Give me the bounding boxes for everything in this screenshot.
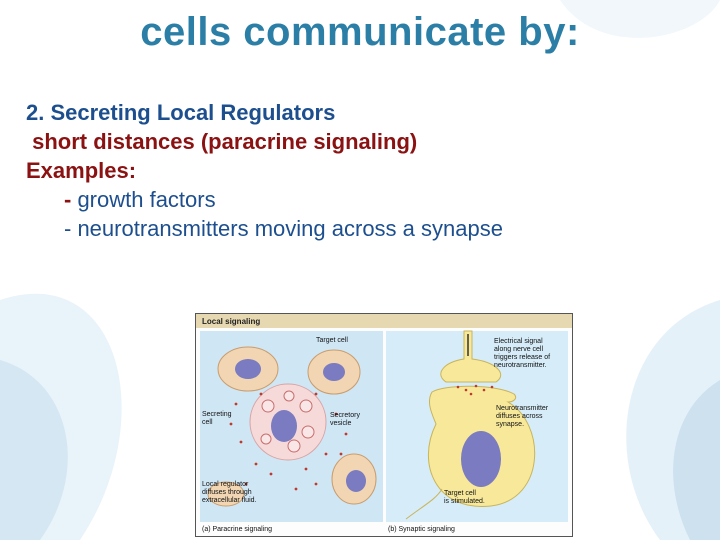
label-target-cell-right-1: Target cell bbox=[444, 490, 476, 497]
label-secretory-vesicle-2: vesicle bbox=[330, 420, 352, 427]
label-neurotransmitter-1: Neurotransmitter bbox=[496, 405, 549, 412]
point-subheading: short distances (paracrine signaling) bbox=[26, 129, 418, 154]
example-growth-factors: - growth factors bbox=[26, 185, 706, 214]
label-local-regulator-2: diffuses through bbox=[202, 489, 252, 496]
label-electrical-3: triggers release of bbox=[494, 354, 550, 361]
figure-illustration: Local signaling bbox=[196, 314, 572, 533]
label-electrical-2: along nerve cell bbox=[494, 346, 543, 353]
label-local-regulator-3: extracellular fluid. bbox=[202, 497, 257, 504]
label-neurotransmitter-2: diffuses across bbox=[496, 413, 543, 420]
figure-header-bar bbox=[196, 314, 572, 328]
label-electrical-4: neurotransmitter. bbox=[494, 362, 547, 369]
label-electrical-1: Electrical signal bbox=[494, 338, 543, 345]
secreting-cell-shape bbox=[249, 383, 327, 461]
example-neurotransmitters: - neurotransmitters moving across a syna… bbox=[64, 216, 503, 241]
neuron-shape bbox=[405, 330, 536, 520]
label-local-regulator-1: Local regulator bbox=[202, 481, 249, 488]
examples-label: Examples: bbox=[26, 158, 137, 183]
neurotransmitter-dots bbox=[456, 384, 494, 396]
local-signaling-figure: Local signaling bbox=[195, 313, 573, 537]
local-regulator-dots bbox=[229, 392, 348, 491]
label-neurotransmitter-3: synapse. bbox=[496, 421, 524, 428]
label-secretory-vesicle-1: Secretory bbox=[330, 412, 360, 419]
slide-title: cells communicate by: bbox=[140, 10, 580, 54]
label-secreting-cell-2: cell bbox=[202, 419, 213, 426]
example-text: growth factors bbox=[71, 187, 216, 212]
slide-body: 2. Secreting Local Regulators short dist… bbox=[26, 98, 706, 243]
target-cell-shape bbox=[207, 346, 377, 507]
example-dash: - bbox=[64, 187, 72, 212]
point-heading: 2. Secreting Local Regulators bbox=[26, 100, 336, 125]
label-secreting-cell-1: Secreting bbox=[202, 411, 232, 418]
figure-header: Local signaling bbox=[202, 317, 260, 326]
caption-paracrine: (a) Paracrine signaling bbox=[202, 526, 272, 533]
label-target-cell-left: Target cell bbox=[316, 337, 348, 344]
label-target-cell-right-2: is stimulated. bbox=[444, 498, 485, 505]
caption-synaptic: (b) Synaptic signaling bbox=[388, 526, 455, 533]
